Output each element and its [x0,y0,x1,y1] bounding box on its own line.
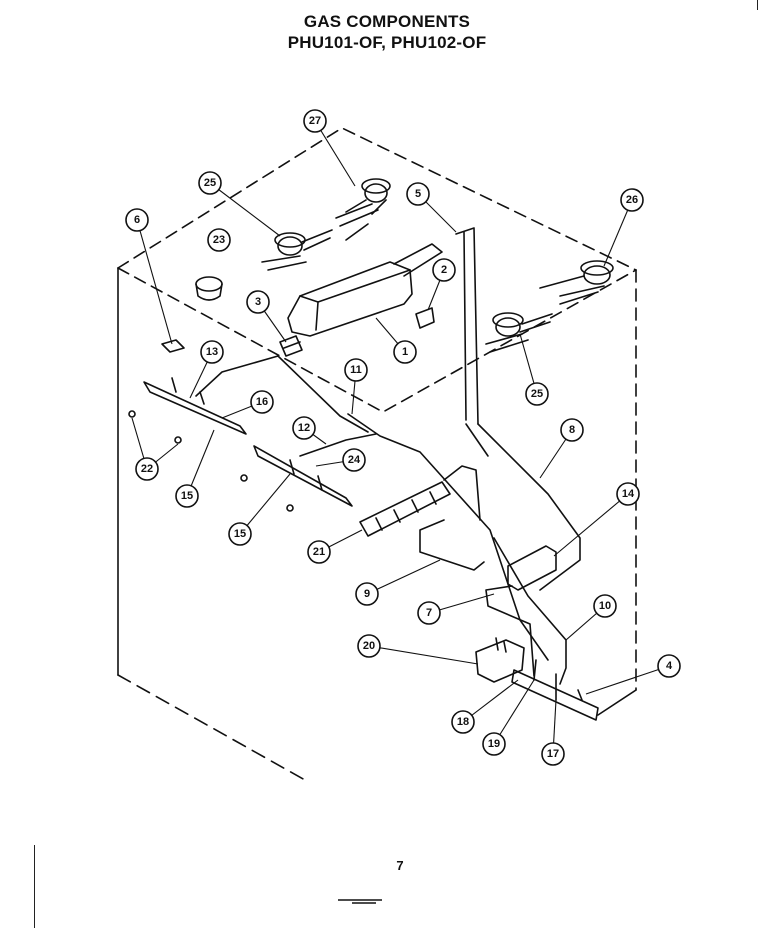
svg-text:25: 25 [204,177,216,189]
callout-6: 6 [125,208,149,232]
gas-line-11 [347,413,549,661]
svg-text:21: 21 [313,546,325,558]
svg-text:23: 23 [213,234,225,246]
callout-9: 9 [355,582,379,606]
left-margin-rule [34,845,35,928]
callout-21: 21 [307,540,331,564]
svg-text:19: 19 [488,738,500,750]
callout-10: 10 [593,594,617,618]
svg-text:27: 27 [309,115,321,127]
callout-13: 13 [200,340,224,364]
svg-text:20: 20 [363,640,375,652]
gas-line-8 [477,423,581,591]
callout-8: 8 [560,418,584,442]
cabinet-outline [117,127,637,781]
bracket-2 [415,307,435,329]
knob-23 [195,276,223,301]
gas-line-9 [419,519,485,571]
svg-text:22: 22 [141,463,153,475]
callout-15-upper: 15 [175,484,199,508]
svg-text:17: 17 [547,748,559,760]
callout-5: 5 [406,182,430,206]
svg-text:3: 3 [255,296,261,308]
svg-text:26: 26 [626,194,638,206]
callout-25: 25 [198,171,222,195]
svg-text:11: 11 [350,364,362,376]
clip-3 [279,335,303,357]
callout-4: 4 [657,654,681,678]
page-number: 7 [396,858,404,873]
svg-text:13: 13 [206,346,218,358]
svg-text:2: 2 [441,264,447,276]
burner-top-center [335,178,391,241]
svg-text:9: 9 [364,588,370,600]
svg-text:4: 4 [666,660,673,672]
callout-15-lower: 15 [228,522,252,546]
callout-2: 2 [432,258,456,282]
callout-11: 11 [344,358,368,382]
callout-22: 22 [135,457,159,481]
manifold-rail-lower [253,445,353,507]
gas-line-13 [195,355,369,433]
callout-16: 16 [250,390,274,414]
svg-text:7: 7 [426,607,432,619]
svg-text:5: 5 [415,188,421,200]
svg-text:16: 16 [256,396,268,408]
model-numbers: PHU101-OF, PHU102-OF [287,33,487,52]
callout-23: 23 [207,228,231,252]
svg-text:1: 1 [402,346,408,358]
thermostat-20 [475,637,525,683]
footer-mark [338,899,382,904]
screws [128,410,294,512]
svg-text:12: 12 [298,422,310,434]
top-right-tick [757,0,758,10]
piece-6 [161,339,185,353]
callout-27: 27 [303,109,327,133]
gas-line-7 [485,585,535,677]
callout-18: 18 [451,710,475,734]
svg-text:18: 18 [457,716,469,728]
svg-text:14: 14 [622,488,635,500]
base-manifold [511,669,599,721]
callout-25-right: 25 [525,382,549,406]
burner-tube-21 [359,465,481,537]
callout-20: 20 [357,634,381,658]
callout-7: 7 [417,601,441,625]
oven-burner-box [287,243,443,337]
callout-12: 12 [292,416,316,440]
callout-26: 26 [620,188,644,212]
burner-right [539,260,614,305]
gas-line-12 [299,433,377,457]
svg-text:15: 15 [181,490,193,502]
callout-14: 14 [616,482,640,506]
pipe-vertical [455,227,489,457]
burner-top-left [261,229,333,271]
manifold-rail-upper [143,377,247,435]
valve-14 [507,545,557,591]
page-title: GAS COMPONENTS [303,12,471,31]
callout-24: 24 [342,448,366,472]
burner-right-lower [485,312,553,353]
svg-text:25: 25 [531,388,543,400]
callout-3: 3 [246,290,270,314]
svg-text:15: 15 [234,528,246,540]
svg-text:24: 24 [348,454,361,466]
callout-19: 19 [482,732,506,756]
callouts: 27 25 5 26 6 23 2 3 1 25 13 11 16 8 12 2… [125,109,681,766]
svg-text:10: 10 [599,600,611,612]
callout-17: 17 [541,742,565,766]
svg-text:6: 6 [134,214,140,226]
svg-text:8: 8 [569,424,575,436]
callout-1: 1 [393,340,417,364]
